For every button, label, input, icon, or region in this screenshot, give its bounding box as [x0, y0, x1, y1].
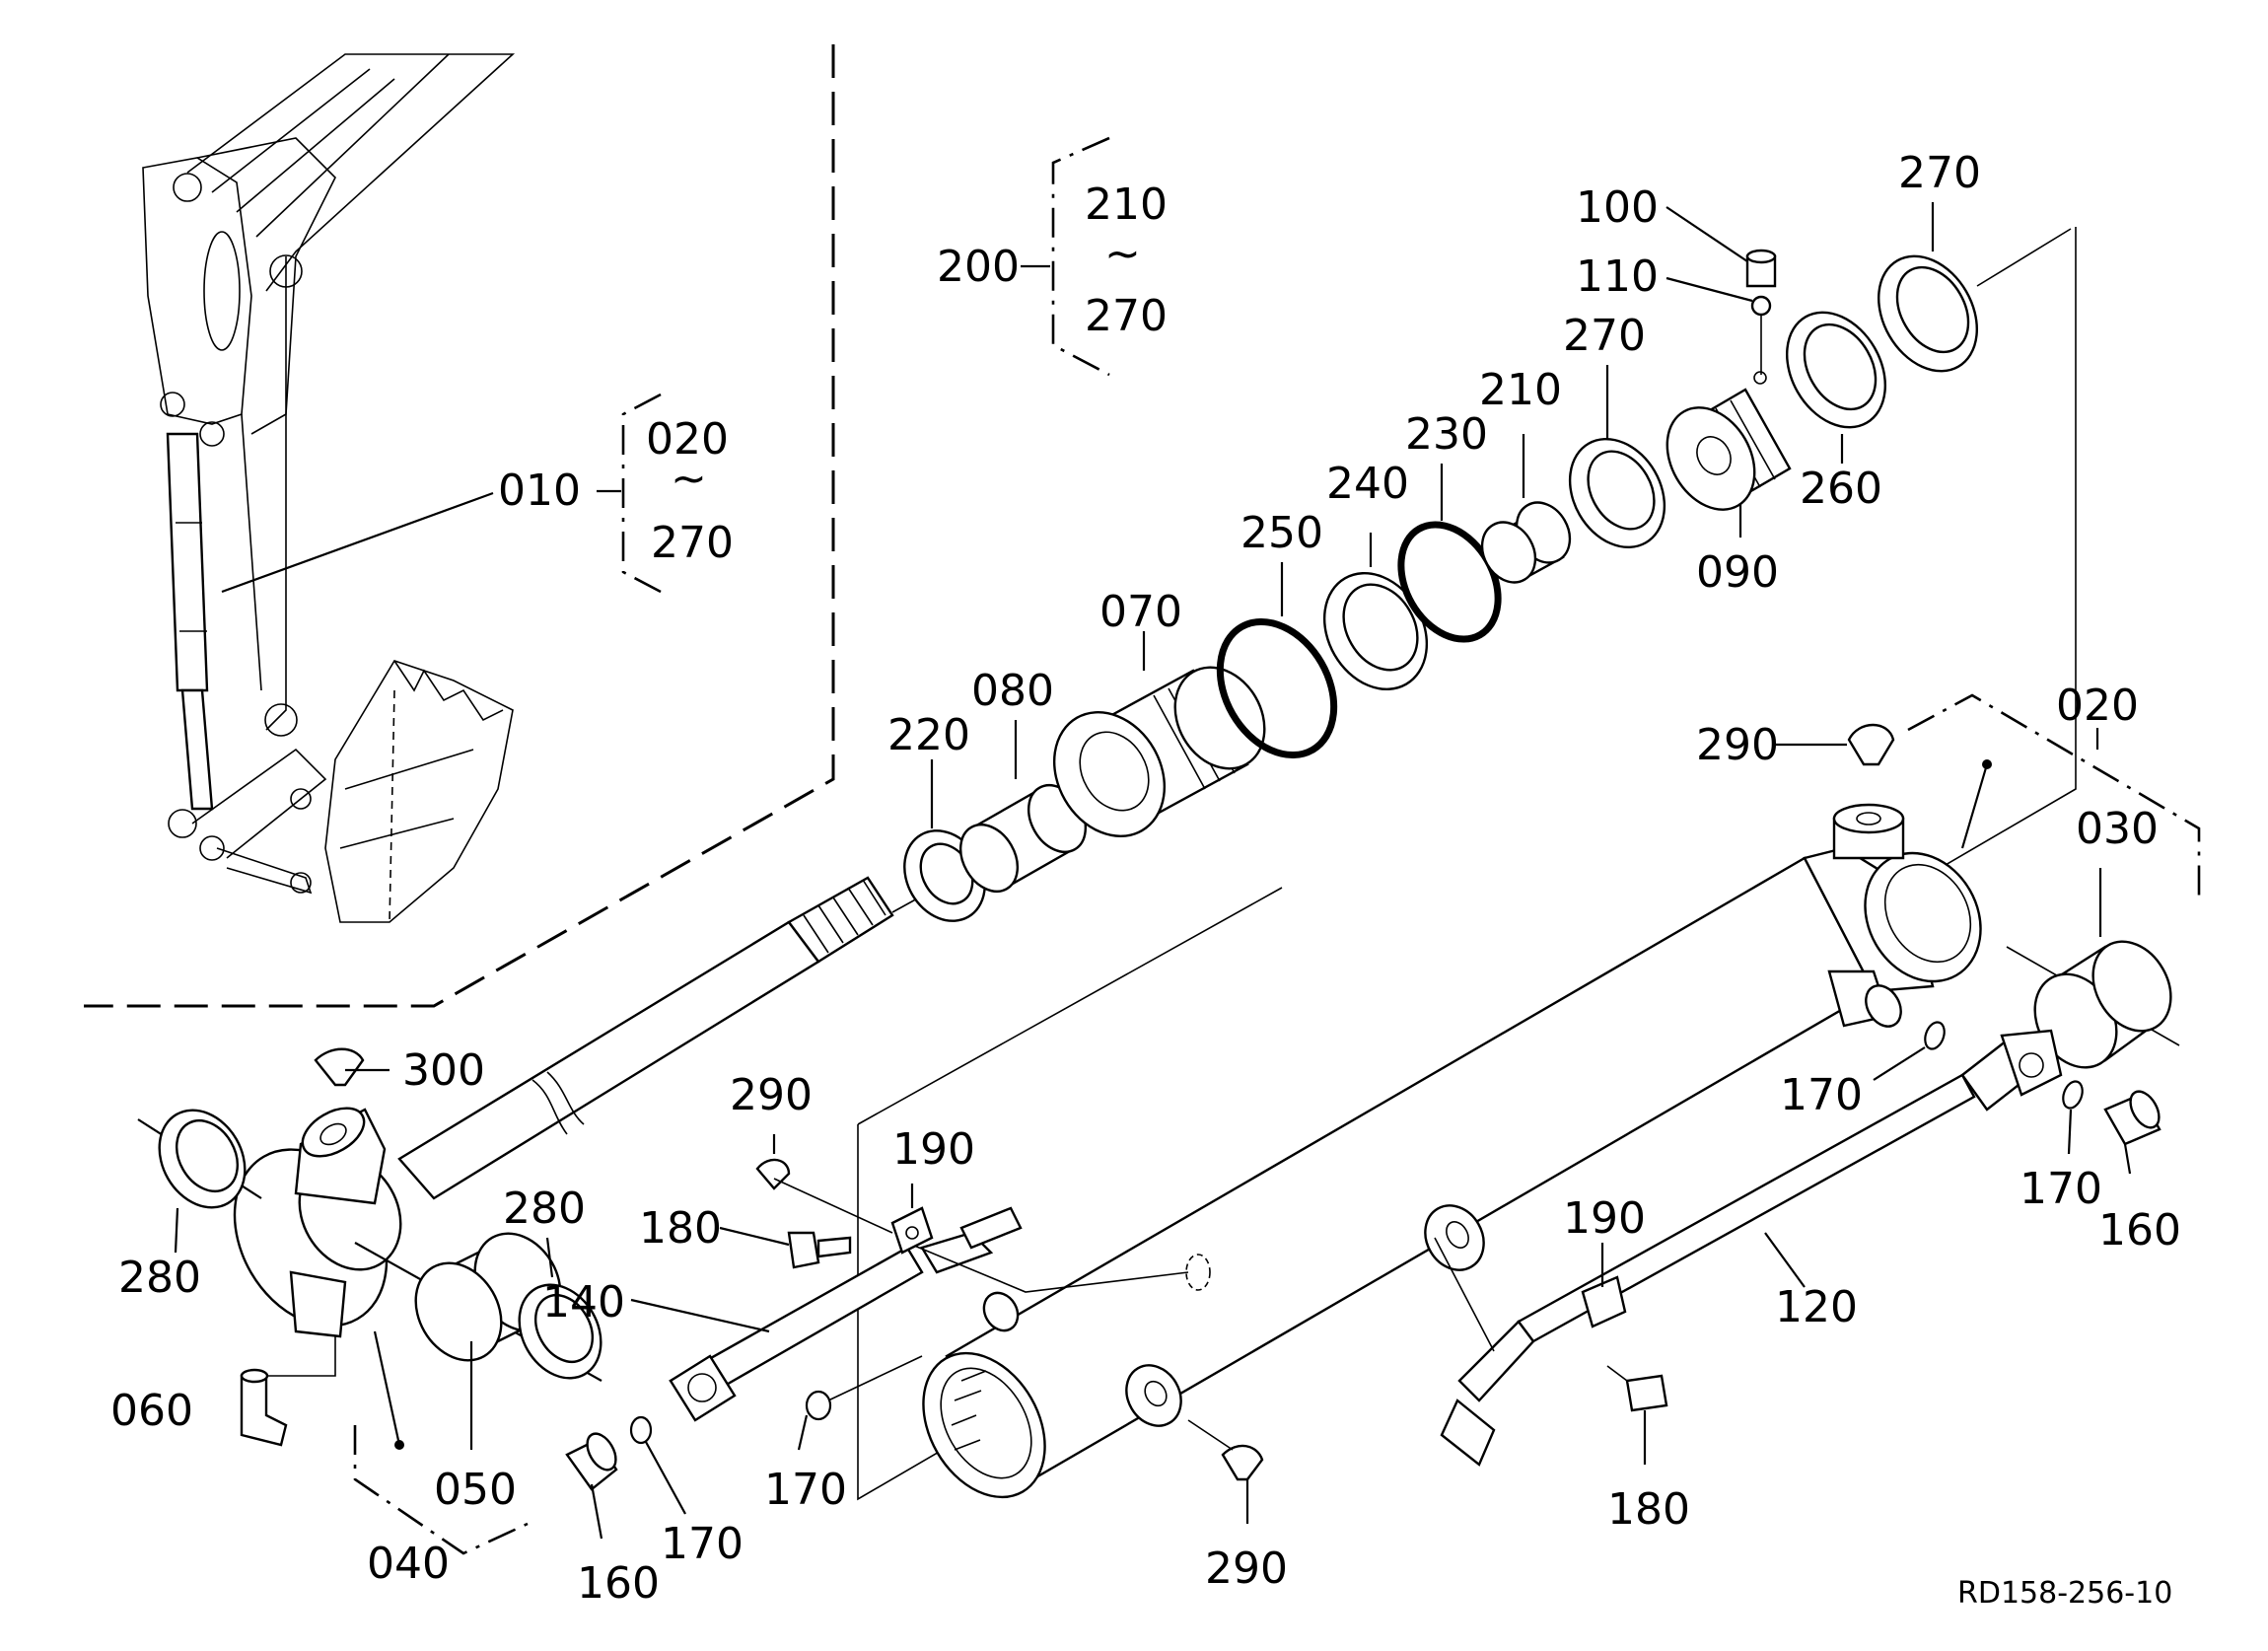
piston-090: 090	[1666, 371, 1792, 598]
bolt-180-left: 180	[639, 1203, 852, 1269]
label-120: 120	[1775, 1282, 1858, 1332]
excavator-arm-illustration	[84, 44, 835, 1008]
grease-fitting-300: 300	[314, 1045, 485, 1096]
group-200-to: 270	[1085, 291, 1168, 341]
gland-070: 070	[1052, 587, 1266, 837]
bushing-280-right: 280	[503, 1184, 602, 1380]
label-210: 210	[1479, 365, 1562, 415]
label-300: 300	[402, 1045, 485, 1096]
bushing-050: 050	[354, 1232, 602, 1515]
pipe-140: 140	[542, 1206, 1211, 1422]
label-100: 100	[1576, 182, 1659, 233]
label-270-right: 270	[1898, 148, 1981, 198]
figure-code: RD158-256-10	[1957, 1576, 2172, 1611]
clamp-190-left: 190	[890, 1124, 975, 1255]
plug-160-left: 160	[565, 1432, 660, 1609]
label-280-left: 280	[118, 1253, 201, 1303]
elbow-fitting-060: 060	[110, 1336, 336, 1447]
label-240: 240	[1326, 459, 1409, 509]
group-020: 020	[1907, 681, 2201, 897]
label-180-right: 180	[1607, 1484, 1690, 1535]
label-090: 090	[1696, 547, 1779, 598]
label-160-right: 160	[2098, 1205, 2181, 1256]
oring-170-a: 170	[629, 1415, 744, 1569]
bolt-180-right: 180	[1606, 1365, 1690, 1535]
group-200-from: 210	[1085, 179, 1168, 230]
ring-270-middle: 270	[1563, 311, 1666, 549]
label-200: 200	[937, 242, 1020, 292]
label-060: 060	[110, 1386, 193, 1436]
ring-260: 260	[1786, 311, 1886, 514]
label-280-right: 280	[503, 1184, 586, 1234]
label-220: 220	[887, 710, 970, 760]
bushing-210: 210	[1479, 365, 1572, 584]
group-010: 010 020 ~ 270	[221, 393, 734, 594]
label-290-middle: 290	[730, 1070, 813, 1120]
label-160-left: 160	[577, 1558, 660, 1609]
group-200: 200 210 ~ 270	[937, 136, 1168, 377]
label-040: 040	[367, 1539, 450, 1589]
ring-270-right: 270	[1878, 148, 2072, 373]
ball-110: 110	[1576, 251, 1772, 375]
bushing-280-left: 280	[118, 1109, 262, 1303]
clamp-190-right: 190	[1563, 1193, 1646, 1328]
setscrew-100: 100	[1576, 182, 1777, 288]
group-010-to: 270	[651, 518, 734, 568]
label-170-a: 170	[661, 1519, 744, 1569]
group-040: 040	[353, 1330, 529, 1589]
label-080: 080	[971, 666, 1054, 716]
label-290-bottom: 290	[1205, 1543, 1288, 1594]
oring-170-b: 170	[764, 1355, 923, 1515]
label-070: 070	[1099, 587, 1182, 637]
label-190-right: 190	[1563, 1193, 1646, 1244]
label-110: 110	[1576, 251, 1659, 302]
label-230: 230	[1405, 409, 1488, 460]
oring-250: 250	[1216, 508, 1338, 759]
group-010-tilde: ~	[671, 454, 707, 504]
grease-fitting-290-middle: 290	[730, 1070, 893, 1234]
label-140: 140	[542, 1277, 625, 1328]
label-020: 020	[2056, 681, 2139, 731]
label-190-left: 190	[892, 1124, 975, 1175]
label-010: 010	[498, 466, 581, 516]
cylinder-tube	[922, 803, 1982, 1499]
oring-170-c: 170	[1780, 1021, 1946, 1120]
bushing-030: 030	[2006, 804, 2180, 1069]
bushing-080: 080	[958, 666, 1088, 893]
label-260: 260	[1800, 464, 1882, 514]
plug-160-right: 160	[2098, 1090, 2181, 1256]
label-250: 250	[1240, 508, 1323, 558]
piston-rod-assembly	[233, 808, 1081, 1338]
label-180-left: 180	[639, 1203, 722, 1254]
label-270-middle: 270	[1563, 311, 1646, 361]
grease-fitting-290-top: 290	[1696, 720, 1895, 770]
group-200-tilde: ~	[1104, 229, 1141, 279]
pipe-120: 120	[1434, 1029, 2063, 1467]
label-170-d: 170	[2020, 1164, 2102, 1214]
label-030: 030	[2076, 804, 2159, 854]
group-010-from: 020	[646, 414, 729, 465]
grease-fitting-290-bottom: 290	[1187, 1419, 1288, 1594]
label-170-c: 170	[1780, 1070, 1863, 1120]
label-170-b: 170	[764, 1465, 847, 1515]
label-290-top: 290	[1696, 720, 1779, 770]
label-050: 050	[434, 1465, 517, 1515]
ring-240: 240	[1322, 459, 1429, 691]
oring-170-d: 170	[2020, 1080, 2102, 1214]
